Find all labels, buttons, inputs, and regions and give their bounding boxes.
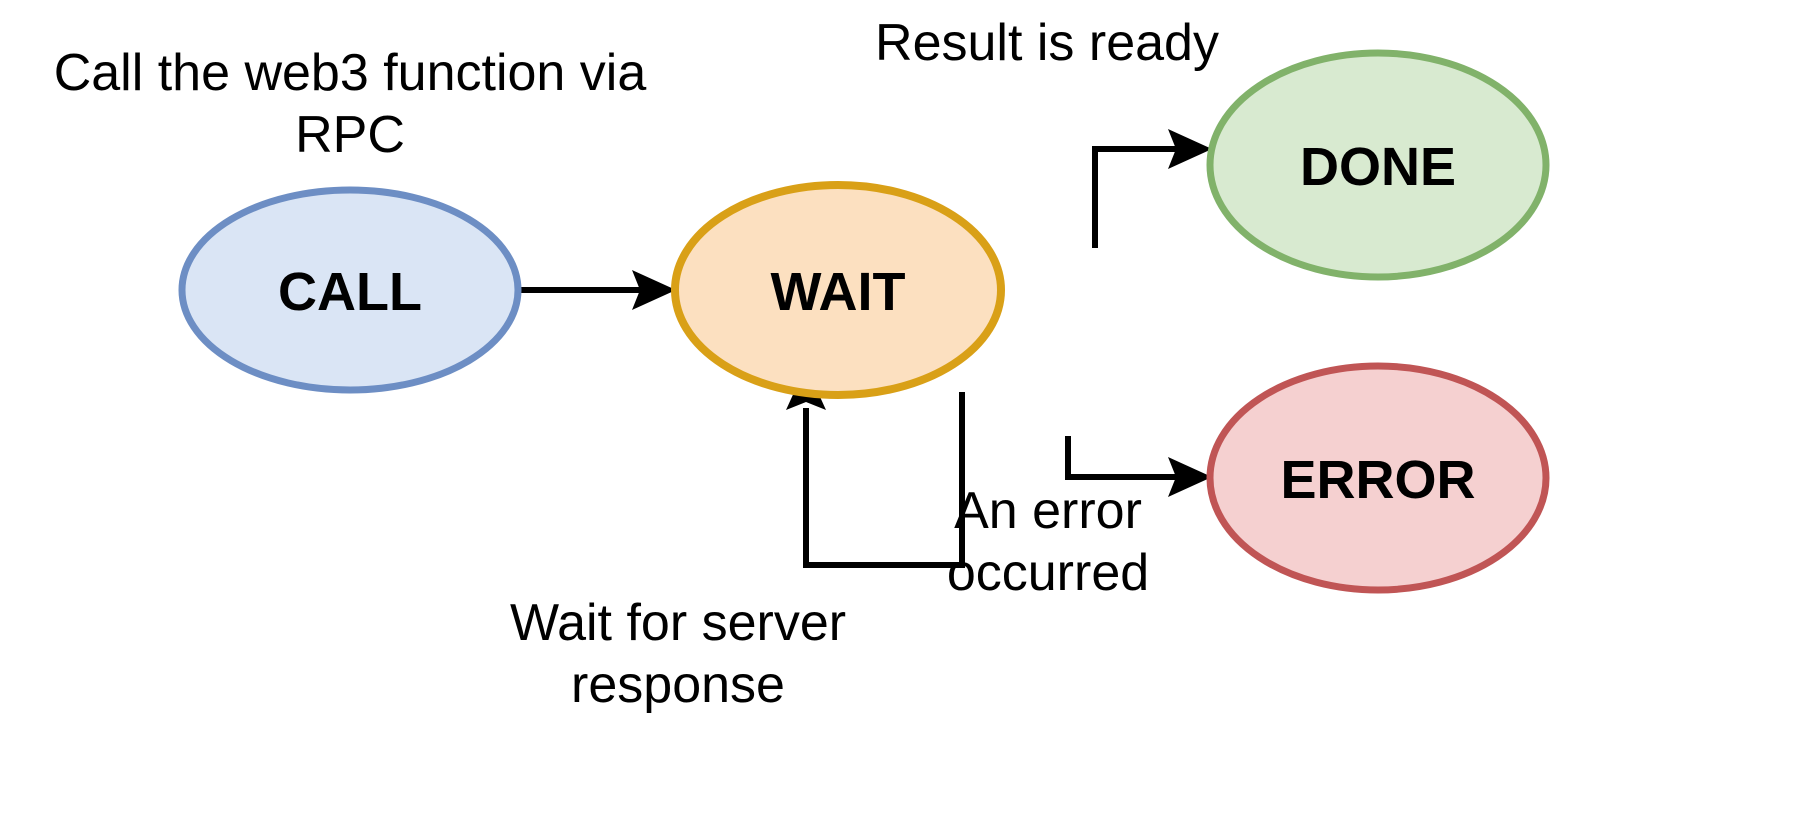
edge-wait-self-loop-line	[803, 392, 965, 568]
edge-wait-to-error-arrowhead	[1168, 457, 1212, 497]
edge-label-call-to-wait: Call the web3 function via RPC	[54, 44, 647, 164]
edge-wait-to-done-line	[1092, 146, 1180, 248]
node-wait-label: WAIT	[771, 262, 906, 322]
node-done-label: DONE	[1300, 137, 1456, 197]
node-wait-ellipse[interactable]	[671, 181, 1005, 399]
edge-label-wait-to-error-line-1: An error	[954, 482, 1142, 540]
edge-label-call-to-wait-line-1: Call the web3 function via	[54, 44, 647, 102]
edge-label-wait-self-loop: Wait for server response	[510, 594, 846, 714]
node-error-ellipse[interactable]	[1206, 362, 1550, 594]
edge-wait-to-done	[1092, 129, 1212, 248]
edge-label-wait-self-loop-line-2: response	[571, 656, 785, 714]
edge-wait-to-error-line	[1065, 436, 1180, 480]
edge-label-wait-to-done: Result is ready	[875, 14, 1219, 72]
node-call[interactable]: CALL	[178, 186, 522, 394]
node-error-label: ERROR	[1280, 450, 1475, 510]
edge-wait-to-error	[1065, 436, 1212, 497]
node-wait[interactable]: WAIT	[671, 181, 1005, 399]
node-done-ellipse[interactable]	[1206, 49, 1550, 281]
edge-label-wait-to-error-line-2: occurred	[947, 544, 1149, 602]
edge-label-wait-self-loop-line-1: Wait for server	[510, 594, 846, 652]
node-error[interactable]: ERROR	[1206, 362, 1550, 594]
edge-label-wait-to-error: An error occurred	[947, 482, 1149, 602]
node-done[interactable]: DONE	[1206, 49, 1550, 281]
edge-wait-to-done-arrowhead	[1168, 129, 1212, 169]
edge-label-wait-to-done-line-1: Result is ready	[875, 14, 1219, 72]
edge-call-to-wait	[520, 270, 676, 310]
node-call-ellipse[interactable]	[178, 186, 522, 394]
node-call-label: CALL	[278, 262, 422, 322]
edge-label-call-to-wait-line-2: RPC	[295, 106, 405, 164]
edge-call-to-wait-arrowhead	[632, 270, 676, 310]
